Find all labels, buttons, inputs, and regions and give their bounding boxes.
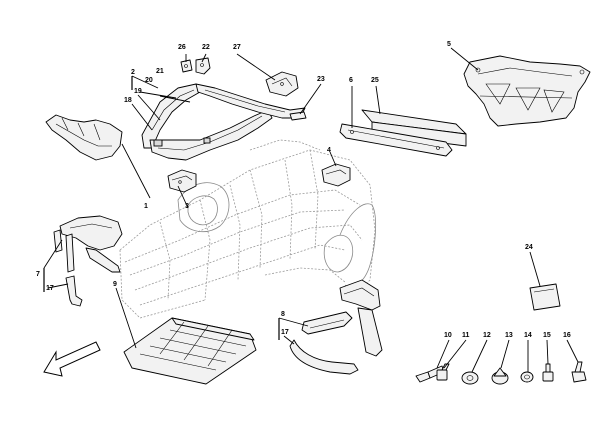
leader-lines bbox=[43, 47, 579, 373]
front-direction-arrow-icon bbox=[43, 341, 101, 377]
callout-13: 13 bbox=[505, 332, 513, 339]
part-27-bracket bbox=[265, 71, 299, 97]
callout-17-right: 17 bbox=[281, 329, 289, 336]
part-22-bracket bbox=[195, 57, 211, 75]
part-7-bracket-assembly bbox=[53, 215, 123, 273]
part-4-bracket bbox=[321, 163, 351, 187]
callout-3: 3 bbox=[185, 203, 189, 210]
callout-23: 23 bbox=[317, 76, 325, 83]
callout-17-left: 17 bbox=[46, 285, 54, 292]
callout-18: 18 bbox=[124, 97, 132, 104]
part-5-bulkhead bbox=[463, 55, 591, 127]
callout-21: 21 bbox=[156, 68, 164, 75]
callout-8: 8 bbox=[281, 311, 285, 318]
part-18-front-rail bbox=[141, 83, 201, 149]
callout-25: 25 bbox=[371, 77, 379, 84]
callout-15: 15 bbox=[543, 332, 551, 339]
part-23-clip bbox=[289, 111, 307, 121]
callout-14: 14 bbox=[524, 332, 532, 339]
part-15-stud bbox=[542, 363, 554, 382]
part-24-cover bbox=[529, 283, 561, 311]
part-14-grommet bbox=[520, 371, 534, 383]
callout-4: 4 bbox=[327, 147, 331, 154]
callout-9: 9 bbox=[113, 281, 117, 288]
callout-12: 12 bbox=[483, 332, 491, 339]
callout-labels: 1 2 3 4 5 6 7 8 9 10 11 12 13 14 15 16 1… bbox=[36, 41, 571, 339]
callout-10: 10 bbox=[444, 332, 452, 339]
callout-27: 27 bbox=[233, 44, 241, 51]
callout-11: 11 bbox=[462, 332, 470, 339]
part-26-bracket bbox=[180, 59, 193, 73]
part-3-bracket bbox=[167, 169, 197, 193]
chassis-frame-outline bbox=[119, 139, 376, 319]
callout-7: 7 bbox=[36, 271, 40, 278]
callout-2: 2 bbox=[131, 69, 135, 76]
part-6-member bbox=[339, 123, 453, 157]
part-16-bolt bbox=[571, 361, 587, 383]
part-25-beam bbox=[361, 109, 467, 147]
part-12-nut bbox=[461, 371, 479, 385]
callout-6: 6 bbox=[349, 77, 353, 84]
callout-26: 26 bbox=[178, 44, 186, 51]
callout-20: 20 bbox=[145, 77, 153, 84]
callout-24: 24 bbox=[525, 244, 533, 251]
callout-22: 22 bbox=[202, 44, 210, 51]
part-1-front-bracket bbox=[45, 114, 123, 161]
callout-16: 16 bbox=[563, 332, 571, 339]
part-17-rod-left bbox=[65, 275, 83, 307]
part-8-bracket-assembly bbox=[301, 279, 383, 357]
part-9-skid-plate bbox=[123, 317, 257, 385]
part-17-rod-right bbox=[289, 339, 359, 375]
callout-5: 5 bbox=[447, 41, 451, 48]
part-13-plug bbox=[491, 367, 509, 385]
part-11-bolt bbox=[436, 363, 450, 381]
callout-1: 1 bbox=[144, 203, 148, 210]
callout-19: 19 bbox=[134, 88, 142, 95]
part-19-20-21-crossmember bbox=[149, 109, 273, 161]
